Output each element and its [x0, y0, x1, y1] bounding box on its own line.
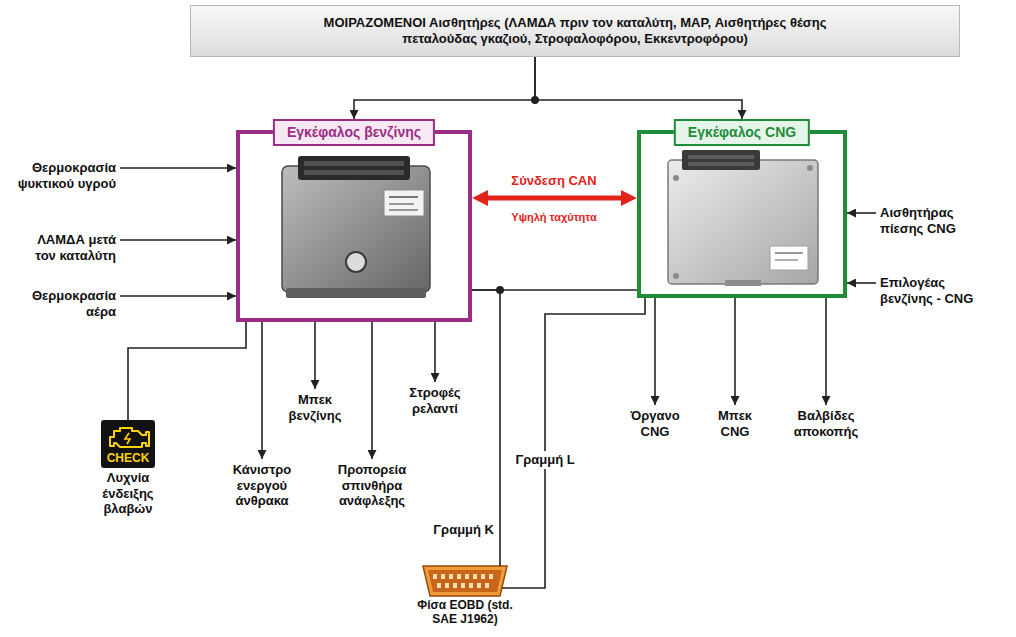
- ecu-screw: [673, 273, 679, 279]
- eobd-connector-picture: [423, 566, 507, 596]
- sticker-line: [389, 203, 414, 205]
- ecu-hole: [346, 252, 366, 272]
- connector-arrow: [354, 57, 535, 119]
- ecu-sticker: [770, 246, 808, 270]
- ecu-heading-tab: Εγκέφαλος βενζίνης: [273, 119, 435, 146]
- lamp-caption: Λυχνία ένδειξης βλαβών: [88, 470, 168, 517]
- connector-line: [502, 298, 645, 588]
- connector-face: [428, 570, 502, 592]
- connector-arrow: [314, 322, 316, 389]
- ecu-screw: [673, 175, 679, 181]
- warning-lamp: CHECK Λυχνία ένδειξης βλαβών: [88, 420, 168, 517]
- connector-arrow: [120, 239, 236, 241]
- connector-shell: [423, 566, 507, 596]
- shared-sensors-band: ΜΟΙΡΑΖΟΜΕΝΟΙ Αισθητήρες (ΛΑΜΔΑ πριν τον …: [190, 5, 960, 57]
- petrol-ecu-box: Εγκέφαλος βενζίνης: [236, 130, 472, 322]
- connector-pins: [688, 162, 754, 166]
- cng-ecu-picture: [668, 150, 818, 286]
- junction-dot: [496, 286, 504, 294]
- free-label-box: Υψηλή ταχύτητα: [511, 211, 596, 224]
- ecu-heading-tab: Εγκέφαλος CNG: [674, 119, 810, 146]
- output-label: Βαλβίδες αποκοπής: [776, 408, 876, 439]
- ecu-housing: [668, 160, 818, 284]
- connector-line: [128, 322, 246, 420]
- node-text: Μπεκ βενζίνης: [275, 392, 355, 423]
- output-label: Όργανο CNG: [620, 408, 690, 439]
- node-text: Βαλβίδες αποκοπής: [776, 408, 876, 439]
- sticker-line: [775, 259, 798, 261]
- connector-arrow: [847, 282, 876, 284]
- junction-dot: [531, 96, 539, 104]
- node-text: Θερμοκρασία αέρα: [4, 288, 116, 319]
- edge-label-box: Γραμμή Κ: [433, 522, 494, 538]
- ecu-flange: [286, 288, 426, 298]
- connector-arrow: [261, 322, 263, 459]
- ecu-connector: [298, 156, 410, 180]
- node-text: Αισθητήρας πίεσης CNG: [880, 205, 980, 236]
- lamp-symbol-text: CHECK: [88, 451, 168, 465]
- connector-arrow: [371, 322, 373, 459]
- ecu-sticker: [384, 190, 424, 216]
- connector-arrow: [734, 298, 736, 405]
- connector-arrow: [654, 298, 656, 405]
- output-label: Μπεκ βενζίνης: [275, 392, 355, 423]
- cng-ecu-box: Εγκέφαλος CNG: [637, 130, 847, 298]
- input-sensor-label: Θερμοκρασία ψυκτικού υγρού: [4, 160, 116, 191]
- connector-pins: [688, 155, 754, 159]
- connector-pins: [304, 161, 404, 166]
- input-sensor-label: Θερμοκρασία αέρα: [4, 288, 116, 319]
- connector-arrow: [120, 295, 236, 297]
- output-label: Κάνιστρο ενεργού άνθρακα: [217, 462, 307, 509]
- ecu-notch: [725, 280, 761, 286]
- node-text: Μπεκ CNG: [707, 408, 763, 439]
- engine-symbol: [110, 428, 149, 447]
- bus-speed-label: Υψηλή ταχύτητα: [511, 211, 596, 224]
- engine-symbol-spark: [125, 433, 130, 444]
- connector-pin-row: [433, 574, 493, 588]
- connector-arrow: [825, 298, 827, 405]
- node-text: ΛΑΜΔΑ μετά τον καταλύτη: [16, 232, 116, 263]
- ecu-screw: [807, 165, 813, 171]
- connector-arrow: [485, 196, 624, 201]
- sticker-line: [389, 209, 418, 211]
- petrol-ecu-picture: [282, 156, 430, 298]
- input-sensor-label: ΛΑΜΔΑ μετά τον καταλύτη: [16, 232, 116, 263]
- edge-label: Γραμμή Κ: [433, 522, 494, 538]
- connector-arrow: [535, 57, 742, 119]
- input-sensor-label: Αισθητήρας πίεσης CNG: [880, 205, 980, 236]
- sticker-line: [775, 252, 803, 254]
- edge-label: Σύνδεση CAN: [511, 173, 596, 189]
- node-text: ΜΟΙΡΑΖΟΜΕΝΟΙ Αισθητήρες (ΛΑΜΔΑ πριν τον …: [301, 15, 849, 46]
- edge-label: Γραμμή L: [515, 452, 574, 468]
- connector-arrow: [434, 322, 436, 382]
- node-text: Κάνιστρο ενεργού άνθρακα: [217, 462, 307, 509]
- ecu-heading: Εγκέφαλος CNG: [688, 124, 796, 141]
- output-label: Προπορεία σπινθήρα ανάφλεξης: [322, 462, 422, 509]
- node-text: Προπορεία σπινθήρα ανάφλεξης: [322, 462, 422, 509]
- edge-label-box: Γραμμή L: [512, 451, 577, 469]
- output-label: Στροφές ρελαντί: [395, 385, 475, 416]
- connector-pins: [304, 170, 404, 175]
- node-text: Στροφές ρελαντί: [395, 385, 475, 416]
- connector-arrow: [120, 167, 236, 169]
- edge-label-box: Σύνδεση CAN: [511, 173, 596, 189]
- ecu-connector: [682, 150, 760, 170]
- node-text: Όργανο CNG: [620, 408, 690, 439]
- sticker-line: [389, 196, 418, 198]
- eobd-socket: Φίσα EOBD (std. SAE J1962): [406, 566, 524, 627]
- connector-arrow: [847, 212, 876, 214]
- output-label: Μπεκ CNG: [707, 408, 763, 439]
- ecu-heading: Εγκέφαλος βενζίνης: [287, 124, 421, 141]
- input-switch-label: Επιλογέας βενζίνης - CNG: [880, 275, 976, 306]
- ecu-housing: [282, 166, 430, 292]
- socket-caption: Φίσα EOBD (std. SAE J1962): [406, 598, 524, 627]
- node-text: Επιλογέας βενζίνης - CNG: [880, 275, 976, 306]
- node-text: Θερμοκρασία ψυκτικού υγρού: [4, 160, 116, 191]
